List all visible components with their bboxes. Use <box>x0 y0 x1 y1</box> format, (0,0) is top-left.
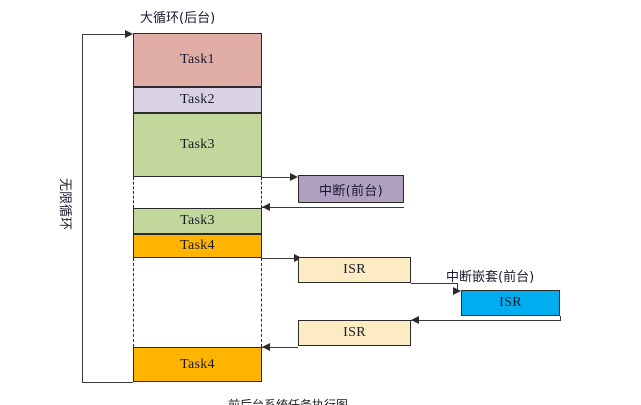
main-loop-title: 大循环(后台) <box>140 11 216 26</box>
infinite-loop-label: 无限循环 <box>57 178 72 231</box>
task4-block[interactable]: Task4 <box>133 234 262 258</box>
task3-resume-block[interactable]: Task3 <box>133 208 262 234</box>
dashed-guide-left-gap1 <box>133 177 134 208</box>
interrupt-enter-line <box>262 177 294 179</box>
isr-nested-enter-line <box>411 283 458 285</box>
infinite-loop-spine <box>82 34 84 383</box>
dashed-guide-right-gap2 <box>261 258 262 347</box>
infinite-loop-arrowhead-icon <box>125 29 133 38</box>
isr-nested-box[interactable]: ISR <box>461 290 560 316</box>
task3-block[interactable]: Task3 <box>133 113 262 177</box>
nested-interrupt-title: 中断嵌套(前台) <box>446 270 535 285</box>
interrupt-return-arrowhead-icon <box>262 202 270 211</box>
task1-block[interactable]: Task1 <box>133 33 262 87</box>
isr-nested-return-rise <box>559 316 561 321</box>
infinite-loop-bottom-line <box>82 382 133 384</box>
isr-nested-return-line <box>411 320 561 322</box>
isr-second-return-line <box>262 347 298 349</box>
interrupt-return-line <box>262 207 404 209</box>
interrupt-box[interactable]: 中断(前台) <box>298 175 404 203</box>
isr-nested-return-arrowhead-icon <box>411 315 419 324</box>
task4-resume-block[interactable]: Task4 <box>133 347 262 382</box>
infinite-loop-top-line <box>82 34 127 36</box>
isr-nested-enter-arrowhead-icon <box>453 286 461 295</box>
isr-first-enter-line <box>262 258 298 260</box>
bottom-caption: 前后台系统任务执行图 <box>228 398 349 405</box>
dashed-guide-left-gap2 <box>133 258 134 347</box>
interrupt-enter-arrowhead-icon <box>290 172 298 181</box>
task2-block[interactable]: Task2 <box>133 87 262 113</box>
dashed-guide-right-gap1 <box>261 177 262 208</box>
isr-first-box[interactable]: ISR <box>298 257 411 283</box>
isr-second-box[interactable]: ISR <box>298 320 411 346</box>
isr-second-return-arrowhead-icon <box>262 342 270 351</box>
